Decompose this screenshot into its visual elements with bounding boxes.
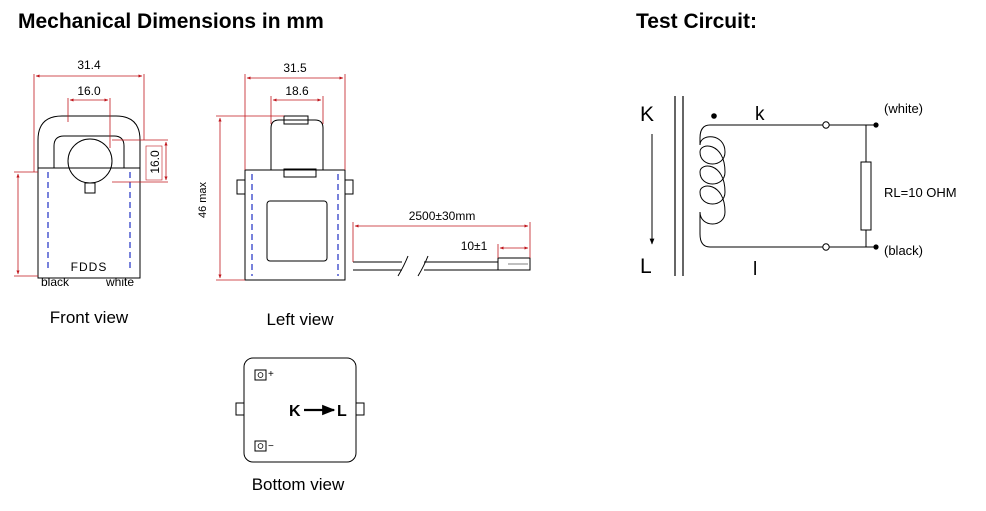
front-view-body	[37, 167, 141, 279]
terminal-open-bottom	[822, 243, 830, 251]
secondary-label-k: k	[755, 104, 765, 125]
polarity-dot	[711, 113, 717, 119]
bottom-view-minus-sign: −	[268, 441, 274, 452]
front-dim-width-label: 31.4	[77, 58, 101, 72]
left-dim-inner-label: 18.6	[285, 84, 309, 98]
bottom-view-plus-sign: +	[268, 369, 274, 380]
load-resistor-label: RL=10 OHM	[884, 185, 957, 200]
test-circuit-heading: Test Circuit:	[636, 10, 757, 33]
bottom-view-caption: Bottom view	[252, 475, 345, 494]
front-view-drawing: 31.4 16.0 16.0 FDDS black white Front vi…	[14, 58, 168, 327]
left-view-body	[244, 169, 346, 281]
front-view-clamp	[37, 115, 141, 169]
front-dim-side-label: 16.0	[148, 150, 162, 174]
left-view-clamp	[270, 119, 324, 170]
front-view-label-black: black	[41, 275, 70, 289]
mechanical-dimensions-heading: Mechanical Dimensions in mm	[18, 10, 324, 33]
bottom-view-terminal-minus	[254, 440, 267, 452]
terminal-black-dot	[873, 244, 879, 250]
primary-label-k: K	[640, 103, 654, 126]
terminal-white-label: (white)	[884, 101, 923, 116]
left-view-drawing: 31.5 18.6 46 max 2500±30mm 10±1 Left vie…	[197, 61, 531, 329]
bottom-view-arrow-k: K	[289, 403, 301, 420]
terminal-black-label: (black)	[884, 243, 923, 258]
secondary-coil	[699, 124, 826, 248]
terminal-open-top	[822, 121, 830, 129]
primary-label-l: L	[640, 255, 652, 278]
left-dim-height-label: 46 max	[197, 181, 209, 218]
load-resistor	[860, 161, 872, 231]
bottom-view-terminal-plus	[254, 369, 267, 381]
terminal-white-dot	[873, 122, 879, 128]
front-view-aperture	[67, 138, 113, 184]
front-view-label-white: white	[105, 275, 134, 289]
left-dim-tip-label: 10±1	[461, 239, 488, 253]
bottom-view-arrow-l: L	[337, 403, 347, 420]
left-dim-cable-label: 2500±30mm	[409, 209, 476, 223]
left-view-caption: Left view	[266, 310, 334, 329]
secondary-label-l: l	[753, 259, 757, 280]
front-view-marking: FDDS	[71, 260, 108, 274]
bottom-view-drawing: + − K L Bottom view	[235, 357, 365, 494]
test-circuit-drawing: K L k l RL=10 OHM (white) (black)	[640, 96, 957, 280]
front-view-caption: Front view	[50, 308, 129, 327]
left-view-cable-tip	[497, 257, 531, 271]
left-view-window	[266, 200, 328, 262]
left-dim-width-label: 31.5	[283, 61, 307, 75]
front-dim-inner-label: 16.0	[77, 84, 101, 98]
